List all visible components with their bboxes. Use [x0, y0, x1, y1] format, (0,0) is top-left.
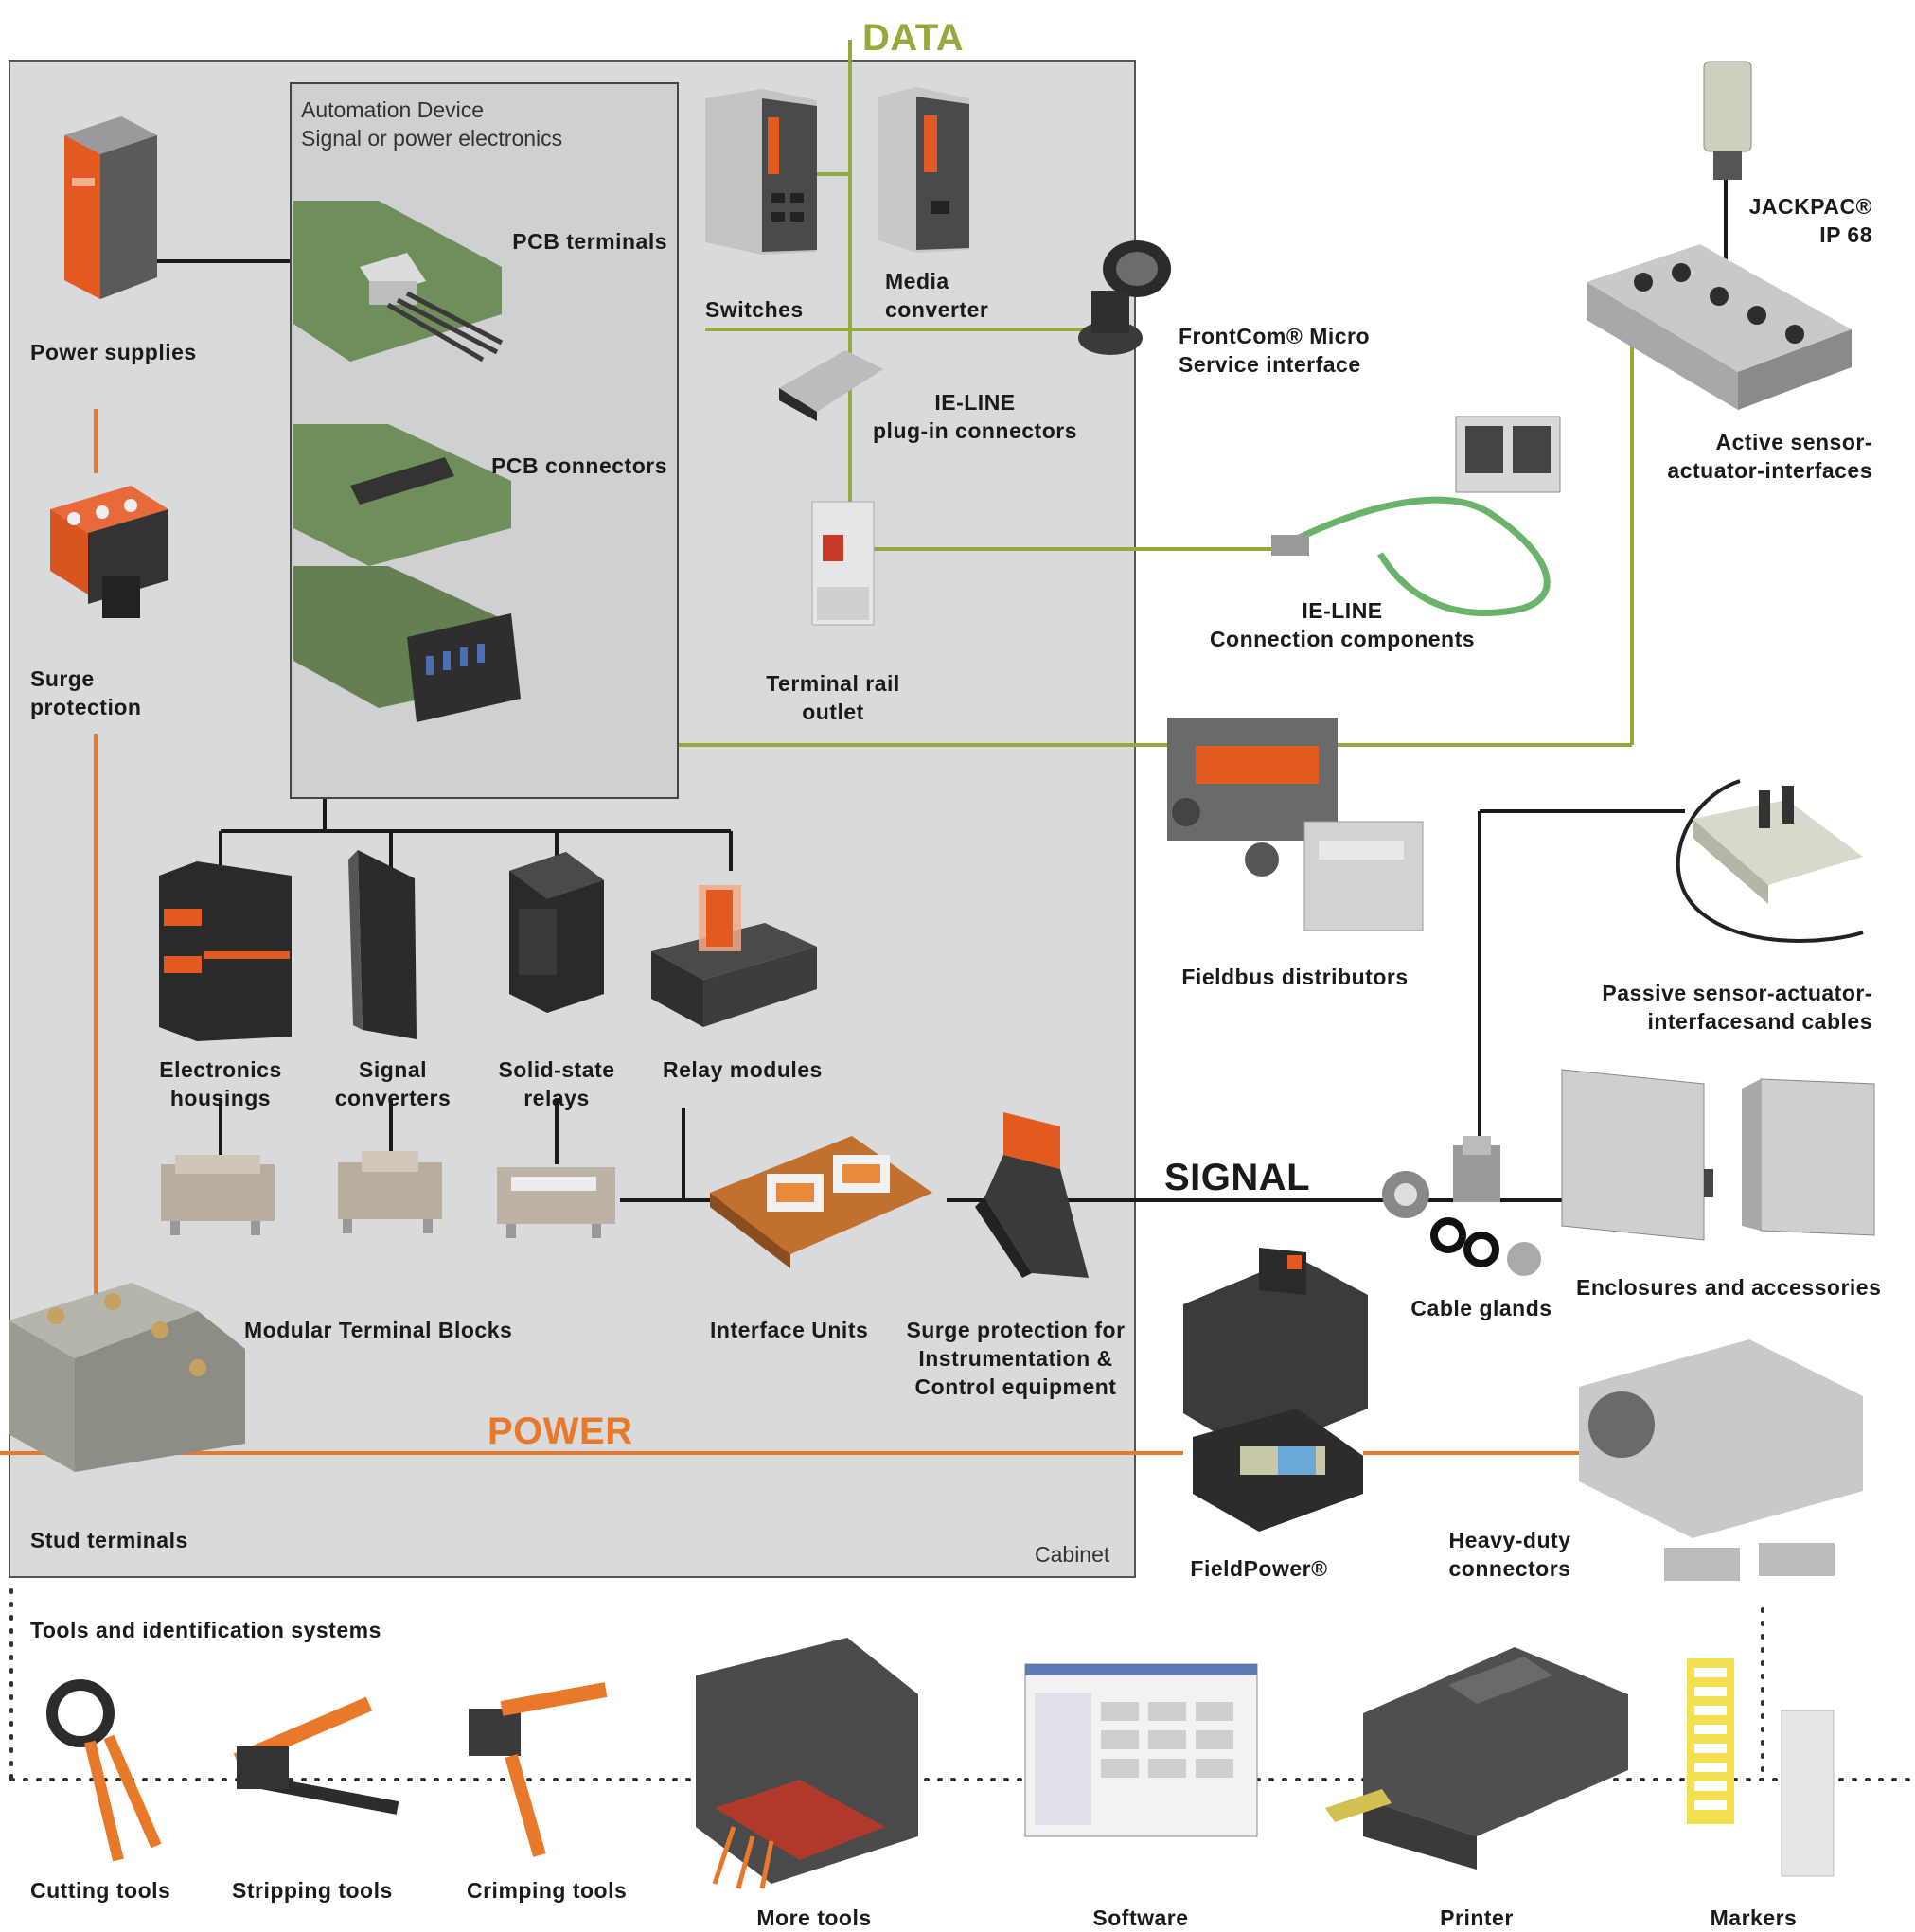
- heavy-duty-image: [1579, 1339, 1863, 1581]
- interface-units-image: [710, 1136, 932, 1268]
- pcb-connectors-image: [293, 424, 521, 722]
- power-supply-image: [64, 116, 157, 299]
- cable-glands-label: Cable glands: [1410, 1296, 1552, 1320]
- data-bus-label: DATA: [862, 17, 965, 59]
- stud-terminals-image: [9, 1283, 245, 1472]
- fieldpower-image: [1183, 1248, 1368, 1532]
- tools-heading: Tools and identification systems: [30, 1618, 381, 1642]
- active-sensor-label: Active sensor-actuator-interfaces: [1667, 430, 1872, 483]
- pcb-terminals-image: [293, 201, 504, 363]
- switches-image: [705, 89, 817, 255]
- terminal-block-2-image: [338, 1151, 442, 1233]
- relay-modules-label: Relay modules: [663, 1057, 823, 1082]
- jackpac-image: [1703, 61, 1752, 180]
- crimping-tools-image: [469, 1682, 608, 1857]
- modular-terminal-blocks-label: Modular Terminal Blocks: [244, 1318, 513, 1342]
- ieline-connection-image: [1271, 416, 1561, 616]
- cable-glands-image: [1382, 1136, 1541, 1276]
- interface-units-label: Interface Units: [710, 1318, 869, 1342]
- more-tools-image: [696, 1638, 918, 1889]
- cabinet-label: Cabinet: [1035, 1542, 1110, 1567]
- pcb-connectors-label: PCB connectors: [491, 453, 667, 478]
- enclosures-image: [1561, 1069, 1875, 1241]
- switches-label: Switches: [705, 297, 804, 322]
- terminal-block-1-image: [161, 1155, 275, 1235]
- relay-modules-image: [651, 885, 817, 1027]
- active-sensor-image: [1587, 244, 1852, 410]
- media-converter-image: [878, 87, 969, 253]
- jackpac-label: JACKPAC®IP 68: [1748, 194, 1872, 247]
- software-image: [1024, 1663, 1258, 1837]
- terminal-block-3-image: [497, 1167, 615, 1238]
- crimping-tools-label: Crimping tools: [467, 1878, 628, 1903]
- signal-bus-label: SIGNAL: [1164, 1157, 1311, 1198]
- fieldpower-label: FieldPower®: [1190, 1556, 1328, 1581]
- passive-sensor-image: [1676, 779, 1864, 943]
- signal-converters-image: [348, 850, 417, 1039]
- automation-device-subtitle: Signal or power electronics: [301, 126, 563, 151]
- fieldbus-distributor-image: [1167, 718, 1424, 931]
- markers-label: Markers: [1710, 1905, 1798, 1930]
- power-bus-label: POWER: [488, 1410, 633, 1452]
- markers-image: [1687, 1658, 1835, 1877]
- software-label: Software: [1092, 1905, 1189, 1930]
- stud-terminals-label: Stud terminals: [30, 1528, 188, 1552]
- cutting-tools-image: [46, 1679, 162, 1862]
- passive-sensor-label: Passive sensor-actuator-interfacesand ca…: [1602, 981, 1872, 1034]
- stripping-tools-image: [233, 1696, 399, 1815]
- surge-instrumentation-image: [975, 1112, 1089, 1278]
- cutting-tools-label: Cutting tools: [30, 1878, 171, 1903]
- more-tools-label: More tools: [756, 1905, 872, 1930]
- solid-state-relays-image: [509, 852, 604, 1013]
- pcb-terminals-label: PCB terminals: [512, 229, 667, 254]
- printer-label: Printer: [1440, 1905, 1514, 1930]
- fieldbus-distributors-label: Fieldbus distributors: [1181, 965, 1409, 989]
- automation-device-title: Automation Device: [301, 97, 485, 122]
- electronics-housings-image: [159, 861, 292, 1041]
- power-supplies-label: Power supplies: [30, 340, 197, 364]
- terminal-rail-outlet-image: [811, 501, 875, 626]
- frontcom-image: [1078, 240, 1171, 355]
- stripping-tools-label: Stripping tools: [232, 1878, 393, 1903]
- enclosures-label: Enclosures and accessories: [1576, 1275, 1882, 1300]
- ieline-plug-image: [779, 350, 883, 421]
- printer-image: [1325, 1647, 1628, 1870]
- surge-protection-image: [50, 486, 168, 618]
